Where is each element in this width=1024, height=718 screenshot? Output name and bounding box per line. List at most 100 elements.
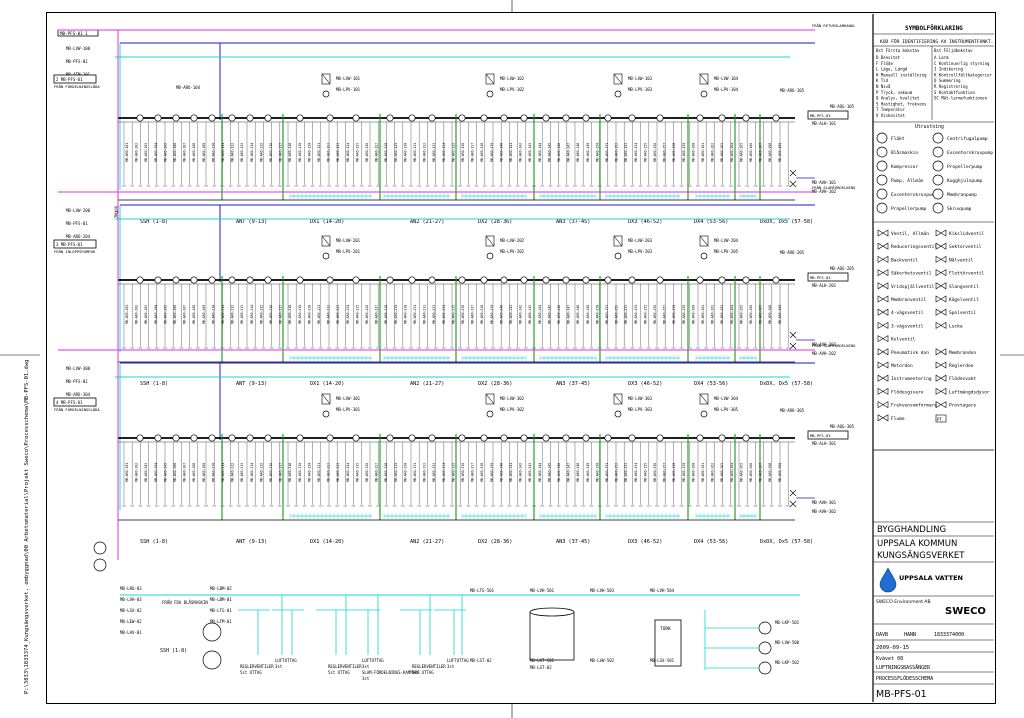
vertical-tag: MB-ARO-344 — [538, 463, 542, 482]
valve-label: Provtagare — [949, 403, 976, 409]
valve-circle-icon — [628, 434, 636, 442]
outlet-label: 3st — [362, 676, 370, 681]
vertical-tag: MB-ARO-201 — [125, 305, 129, 324]
blower-tag: MB-LFM-01 — [210, 619, 232, 624]
vertical-tag: MB-ARO-216 — [269, 305, 273, 324]
vertical-tag: MB-ARO-367 — [759, 463, 763, 482]
valve-symbol-icon — [935, 229, 947, 237]
vertical-tag: MB-ARO-355 — [643, 463, 647, 482]
valve-circle-icon — [246, 114, 254, 122]
vertical-tag: MB-ARO-112 — [231, 143, 235, 162]
legend-first-letter: T Temperatur — [876, 107, 905, 112]
valve-circle-icon — [264, 114, 272, 122]
vertical-tag: MB-ARO-206 — [173, 305, 177, 324]
vertical-tag: MB-ARO-354 — [634, 463, 638, 482]
vertical-tag: MB-ARO-110 — [211, 143, 215, 162]
section-label: AN2 (21-27) — [410, 539, 444, 545]
tank-icon — [529, 611, 575, 661]
tank-line-tag: MB-LVH-503 — [590, 588, 615, 593]
legend-follow-letter: Q Summering — [934, 78, 961, 83]
vertical-tag: MB-ARO-214 — [250, 305, 254, 324]
valve-x-icon — [789, 180, 797, 188]
valve-circle-icon — [656, 434, 664, 442]
valve-label: Pneumatisk don — [891, 350, 929, 356]
instrument-tag: MB-LPV-305 — [714, 407, 739, 412]
legend-follow-letter: K Kontrollfältkategorier — [934, 72, 992, 77]
legend-first-letter: L Läge, Längd — [876, 67, 908, 72]
valve-circle-icon — [520, 276, 528, 284]
vertical-tag: MB-ARO-257 — [663, 305, 667, 324]
vertical-tag: MB-ARO-369 — [778, 463, 782, 482]
valve-circle-icon — [520, 114, 528, 122]
pump-tag: MB-LKP-501 — [775, 620, 800, 625]
instrument-tag: MB-LVW-204 — [714, 238, 739, 243]
valve-circle-icon — [604, 434, 612, 442]
valve-label: Vridspjällventil — [891, 284, 935, 290]
tank-top-icon — [529, 607, 575, 617]
valve-label: 3-vägsventil — [891, 323, 924, 329]
valve-circle-icon — [718, 276, 726, 284]
valve-circle-icon — [428, 276, 436, 284]
vertical-tag: MB-ARO-203 — [144, 305, 148, 324]
vertical-tag: MB-ARO-107 — [183, 143, 187, 162]
vertical-tag: MB-ARO-318 — [288, 463, 292, 482]
vertical-tag: MB-ARO-252 — [615, 305, 619, 324]
valve-circle-icon — [172, 276, 180, 284]
vertical-tag: MB-ARO-241 — [509, 305, 513, 324]
valve-circle-icon — [742, 276, 750, 284]
gauge-icon — [486, 410, 494, 418]
ref-box-right — [807, 110, 849, 120]
right-tag: MB-AVH-201 — [812, 342, 837, 347]
instrument-tag: MB-LPV-302 — [500, 407, 525, 412]
ref-box-right — [807, 272, 849, 282]
valve-circle-icon — [628, 114, 636, 122]
vertical-tag: MB-ARO-239 — [490, 305, 494, 324]
vertical-tag: MB-ARO-152 — [615, 143, 619, 162]
valve-circle-icon — [500, 276, 508, 284]
vertical-tag: MB-ARO-217 — [279, 305, 283, 324]
tank-tag: MB-LST-02 — [530, 665, 552, 670]
equipment-label: Fläkt — [891, 136, 905, 142]
equipment-symbol-icon — [932, 202, 944, 214]
valve-circle-icon — [172, 114, 180, 122]
gauge-icon — [322, 90, 330, 98]
section-label: DX4 (53-56) — [694, 539, 728, 545]
instrument-tag: MB-LPV-205 — [714, 249, 739, 254]
instrument-tag: MB-LPV-201 — [336, 249, 361, 254]
valve-circle-icon — [190, 114, 198, 122]
vertical-tag: MB-ARO-345 — [547, 463, 551, 482]
valve-symbol-icon — [935, 308, 947, 316]
valve-circle-icon — [718, 114, 726, 122]
legend-section-title: Utrustning — [915, 124, 944, 130]
section-label: DxDX, Dx5 (57-58) — [760, 381, 813, 387]
vertical-tag: MB-ARO-204 — [154, 305, 158, 324]
vertical-tag: MB-ARO-326 — [365, 463, 369, 482]
outlet-label: 3st — [275, 664, 283, 669]
vertical-tag: MB-ARO-329 — [394, 463, 398, 482]
vertical-tag: MB-ARO-303 — [144, 463, 148, 482]
sensor-icon — [93, 558, 107, 572]
vertical-tag: MB-ARO-307 — [183, 463, 187, 482]
instrument-tag: MB-LVW-302 — [500, 396, 525, 401]
vertical-tag: MB-ARO-156 — [653, 143, 657, 162]
vertical-tag: MB-ARO-123 — [336, 143, 340, 162]
vertical-tag: MB-ARO-320 — [307, 463, 311, 482]
blower-icon — [202, 650, 222, 670]
instrument-tag: MB-LVW-202 — [500, 238, 525, 243]
legend-first-letter: Q Analys, kvalitet — [876, 96, 920, 101]
tb-logo-text: UPPSALA VATTEN — [899, 574, 963, 582]
instrument-tag: MB-ARO-205 — [780, 250, 805, 255]
vertical-tag: MB-ARO-124 — [346, 143, 350, 162]
equipment-symbol-icon — [876, 132, 888, 144]
left-tag: MB-ATM-101 — [66, 72, 91, 77]
valve-circle-icon — [172, 434, 180, 442]
legend-subtitle: KOD FÖR IDENTIFIERING AV INSTRUMENTFUNKT… — [880, 38, 993, 45]
vertical-tag: MB-ARO-334 — [442, 463, 446, 482]
gauge-icon — [614, 90, 622, 98]
vertical-tag: MB-ARO-304 — [154, 463, 158, 482]
legend-title: SYMBOLFÖRKLARING — [905, 25, 963, 32]
pump-icon — [758, 641, 772, 655]
gauge-icon — [700, 410, 708, 418]
valve-circle-icon — [136, 114, 144, 122]
